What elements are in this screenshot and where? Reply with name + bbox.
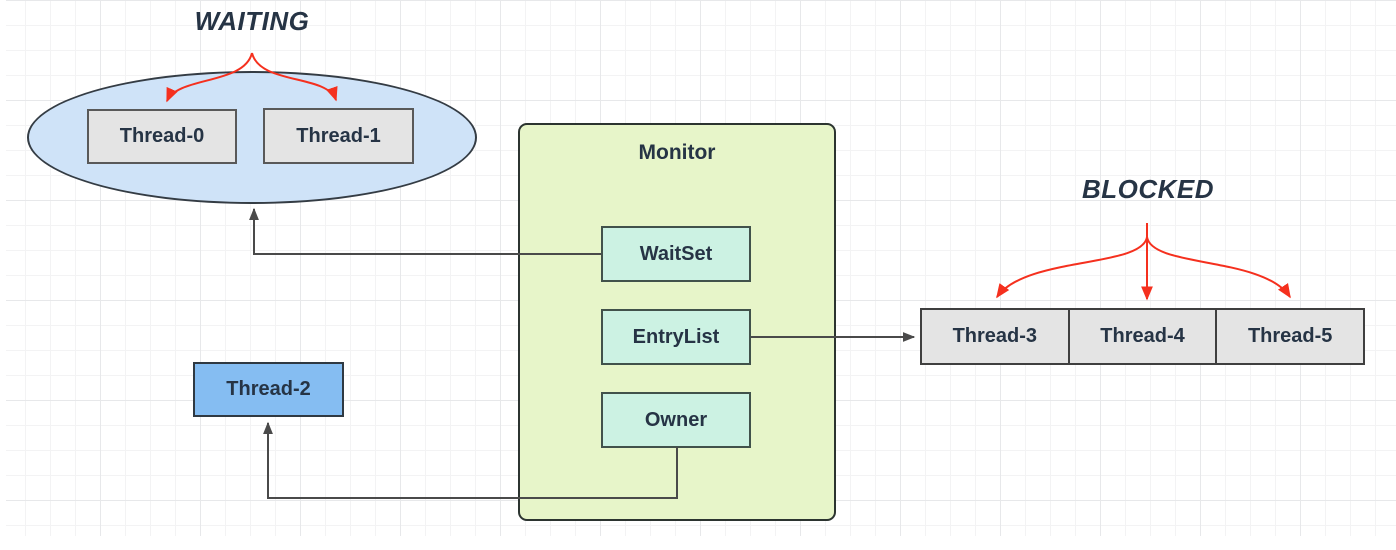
- waitset-label: WaitSet: [639, 242, 713, 265]
- thread-0-box: Thread-0: [87, 109, 237, 164]
- thread-3-cell: Thread-3: [922, 310, 1068, 363]
- thread-2-box: Thread-2: [193, 362, 344, 417]
- waiting-state-label: WAITING: [194, 6, 310, 36]
- bottom-margin: [0, 536, 1396, 550]
- owner-label: Owner: [644, 408, 708, 431]
- blocked-thread-row: Thread-3 Thread-4 Thread-5: [920, 308, 1365, 365]
- thread-4-label: Thread-4: [1100, 325, 1185, 347]
- left-margin: [0, 0, 6, 550]
- thread-1-box: Thread-1: [263, 108, 414, 164]
- waitset-box: WaitSet: [601, 226, 751, 282]
- thread-3-label: Thread-3: [952, 325, 1038, 347]
- thread-4-cell: Thread-4: [1067, 310, 1216, 363]
- entrylist-box: EntryList: [601, 309, 751, 365]
- thread-5-cell: Thread-5: [1215, 310, 1363, 363]
- entrylist-label: EntryList: [632, 325, 720, 348]
- blocked-bracket-left-arrow: [996, 236, 1148, 299]
- thread-5-label: Thread-5: [1247, 325, 1333, 347]
- monitor-title: Monitor: [638, 141, 716, 164]
- blocked-state-label: BLOCKED: [1081, 174, 1215, 204]
- owner-box: Owner: [601, 392, 751, 448]
- thread-2-label: Thread-2: [226, 378, 311, 400]
- thread-0-label: Thread-0: [119, 125, 205, 147]
- thread-1-label: Thread-1: [296, 124, 381, 147]
- blocked-bracket-right-arrow: [1146, 236, 1291, 299]
